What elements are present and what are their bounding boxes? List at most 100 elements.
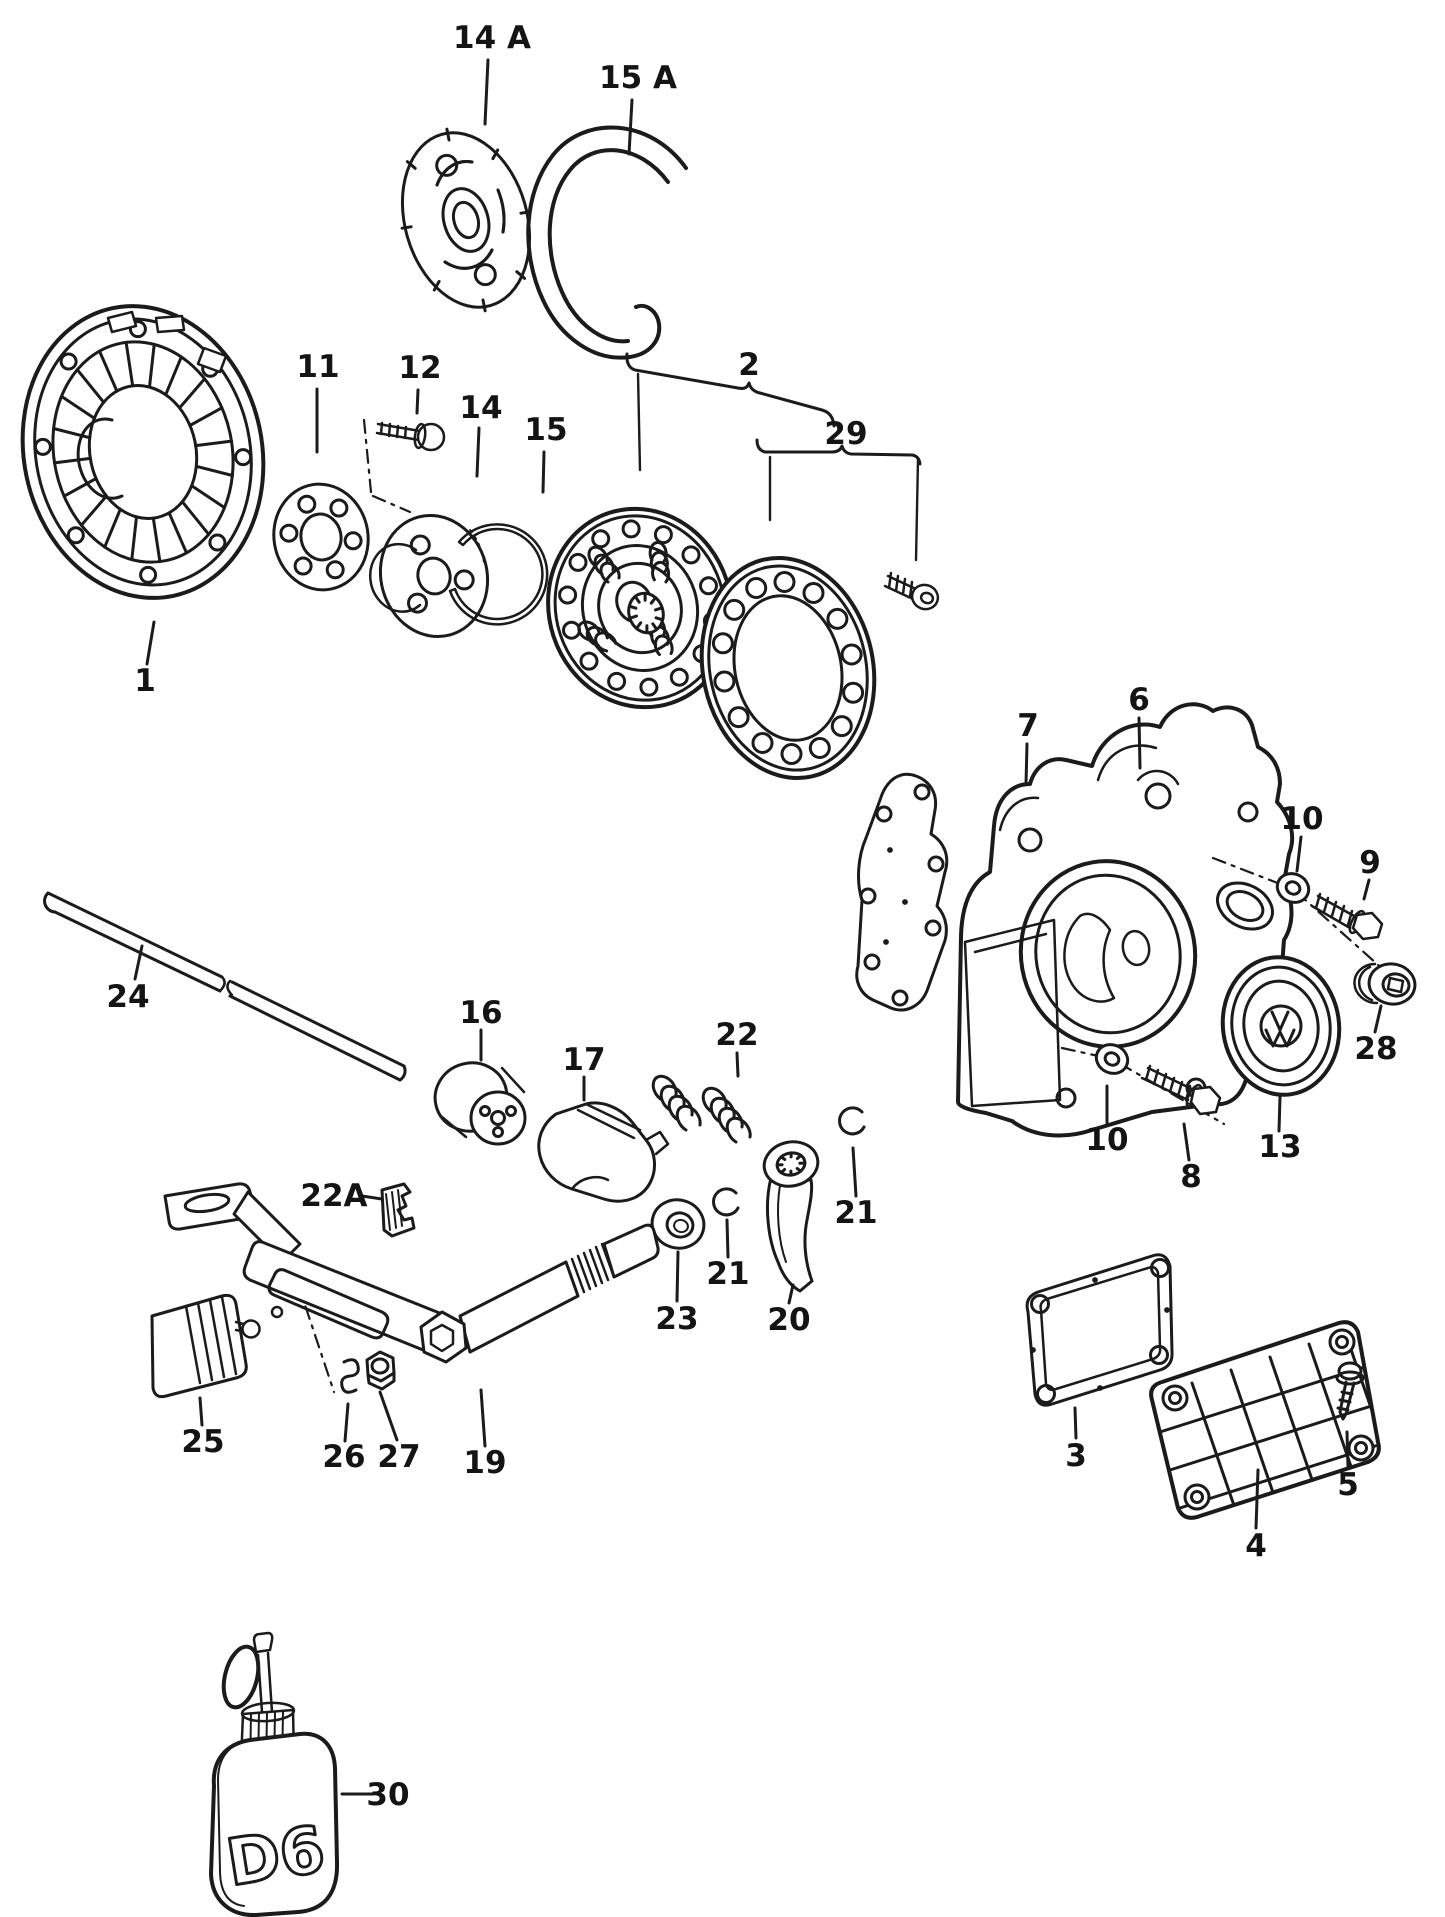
part-label-27: 27 [377,1439,420,1475]
part-label-10-lower: 10 [1085,1122,1128,1158]
part-29-perforated-disc [699,555,877,781]
part-11-flange [272,482,370,592]
leader-10a [1295,835,1303,873]
part-23-ring [650,1198,706,1250]
part-label-19: 19 [463,1445,506,1481]
part-15a-c-ring [526,125,688,360]
part-12-bolt [362,418,446,514]
part-label-14a: 14 A [453,20,531,56]
part-label-5: 5 [1337,1467,1359,1503]
part-label-25: 25 [181,1424,224,1460]
part-26-clip [340,1358,360,1394]
brace-2-leader [636,372,642,472]
part-15-ring [448,523,549,626]
part-labels: 1 14 A 15 A 11 12 14 15 2 29 7 6 10 9 28… [106,20,1397,1813]
part-label-6: 6 [1128,682,1150,718]
leader-21a [725,1218,730,1259]
part-label-9: 9 [1359,845,1381,881]
leader-15a [627,98,634,156]
part-label-23: 23 [655,1301,698,1337]
leader-7 [1024,742,1029,786]
leader-8 [1182,1122,1191,1162]
part-label-22a: 22A [300,1178,367,1214]
part-label-29: 29 [824,416,867,452]
vw-logo-icon [1264,1010,1296,1048]
part-label-28: 28 [1354,1031,1397,1067]
leader-25 [198,1396,204,1427]
leader-14a [483,58,490,126]
leader-14 [475,426,481,478]
part-label-15a: 15 A [599,60,677,96]
bottle-embossed-text: D6 [222,1813,330,1901]
part-label-4: 4 [1245,1528,1267,1564]
part-5-bolt [1335,1361,1365,1421]
part-30-bottle: D6 [209,1631,340,1917]
leader-9 [1362,878,1371,901]
part-20-link [762,1140,820,1293]
leader-6 [1137,716,1142,770]
part-22a-clip [380,1182,416,1238]
leader-1 [145,620,156,666]
leader-3 [1073,1406,1078,1440]
leader-21b [851,1146,858,1198]
brace-29-leader-right [914,457,920,562]
part-22-springs [651,1074,752,1144]
part-label-15: 15 [524,412,567,448]
part-3-gasket [1025,1253,1174,1407]
leader-22 [735,1051,740,1078]
leader-26 [343,1402,350,1443]
part-14a-slotted-disc [400,127,532,313]
leader-23 [675,1250,680,1303]
part-28-plug [1353,962,1417,1006]
part-19-lever-shaft [163,1182,660,1394]
part-label-30: 30 [366,1777,409,1813]
part-10-washer-upper [1275,872,1311,904]
part-label-7: 7 [1017,708,1039,744]
part-label-1: 1 [134,663,156,699]
part-label-24: 24 [106,979,149,1015]
part-8-bolt [1140,1064,1222,1116]
part-label-14: 14 [459,390,502,426]
part-17-sleeve [537,1101,670,1203]
group-braces [625,352,922,562]
part-label-16: 16 [459,995,502,1031]
part-6-housing [956,702,1295,1138]
part-14-disc [368,514,490,638]
leader-20 [787,1283,795,1305]
part-label-10-upper: 10 [1280,801,1323,837]
part-27-nut [365,1350,396,1391]
leader-15 [541,450,546,494]
part-13-vw-cover [1220,955,1342,1097]
part-21-clip-right [838,1106,866,1136]
part-7-gasket [855,772,949,1012]
part-label-26: 26 [322,1439,365,1475]
leader-lines [133,58,1383,1796]
part-label-21-right: 21 [834,1195,877,1231]
part-2-clutch-disc [546,506,734,710]
leader-19 [479,1388,487,1448]
leader-22a [360,1194,384,1201]
leader-28 [1373,1004,1383,1034]
leader-5 [1345,1430,1350,1469]
part-9-bolt [1310,892,1384,941]
part-10-washer-lower [1094,1043,1130,1075]
leader-27 [378,1390,399,1442]
part-29-bolt [883,571,940,611]
part-16-roller [433,1061,527,1146]
leader-12 [415,388,420,415]
leader-24 [133,944,144,981]
part-1-pressure-plate [20,304,266,600]
part-label-3: 3 [1065,1438,1087,1474]
part-label-20: 20 [767,1302,810,1338]
part-label-13: 13 [1258,1129,1301,1165]
part-4-cover [1149,1320,1381,1520]
leader-4 [1254,1468,1260,1530]
part-label-11: 11 [296,349,339,385]
part-label-12: 12 [398,350,441,386]
part-24-rod [43,891,407,1082]
part-label-2: 2 [738,347,760,383]
part-21-clip-left [712,1187,740,1217]
brace-29 [755,438,922,466]
